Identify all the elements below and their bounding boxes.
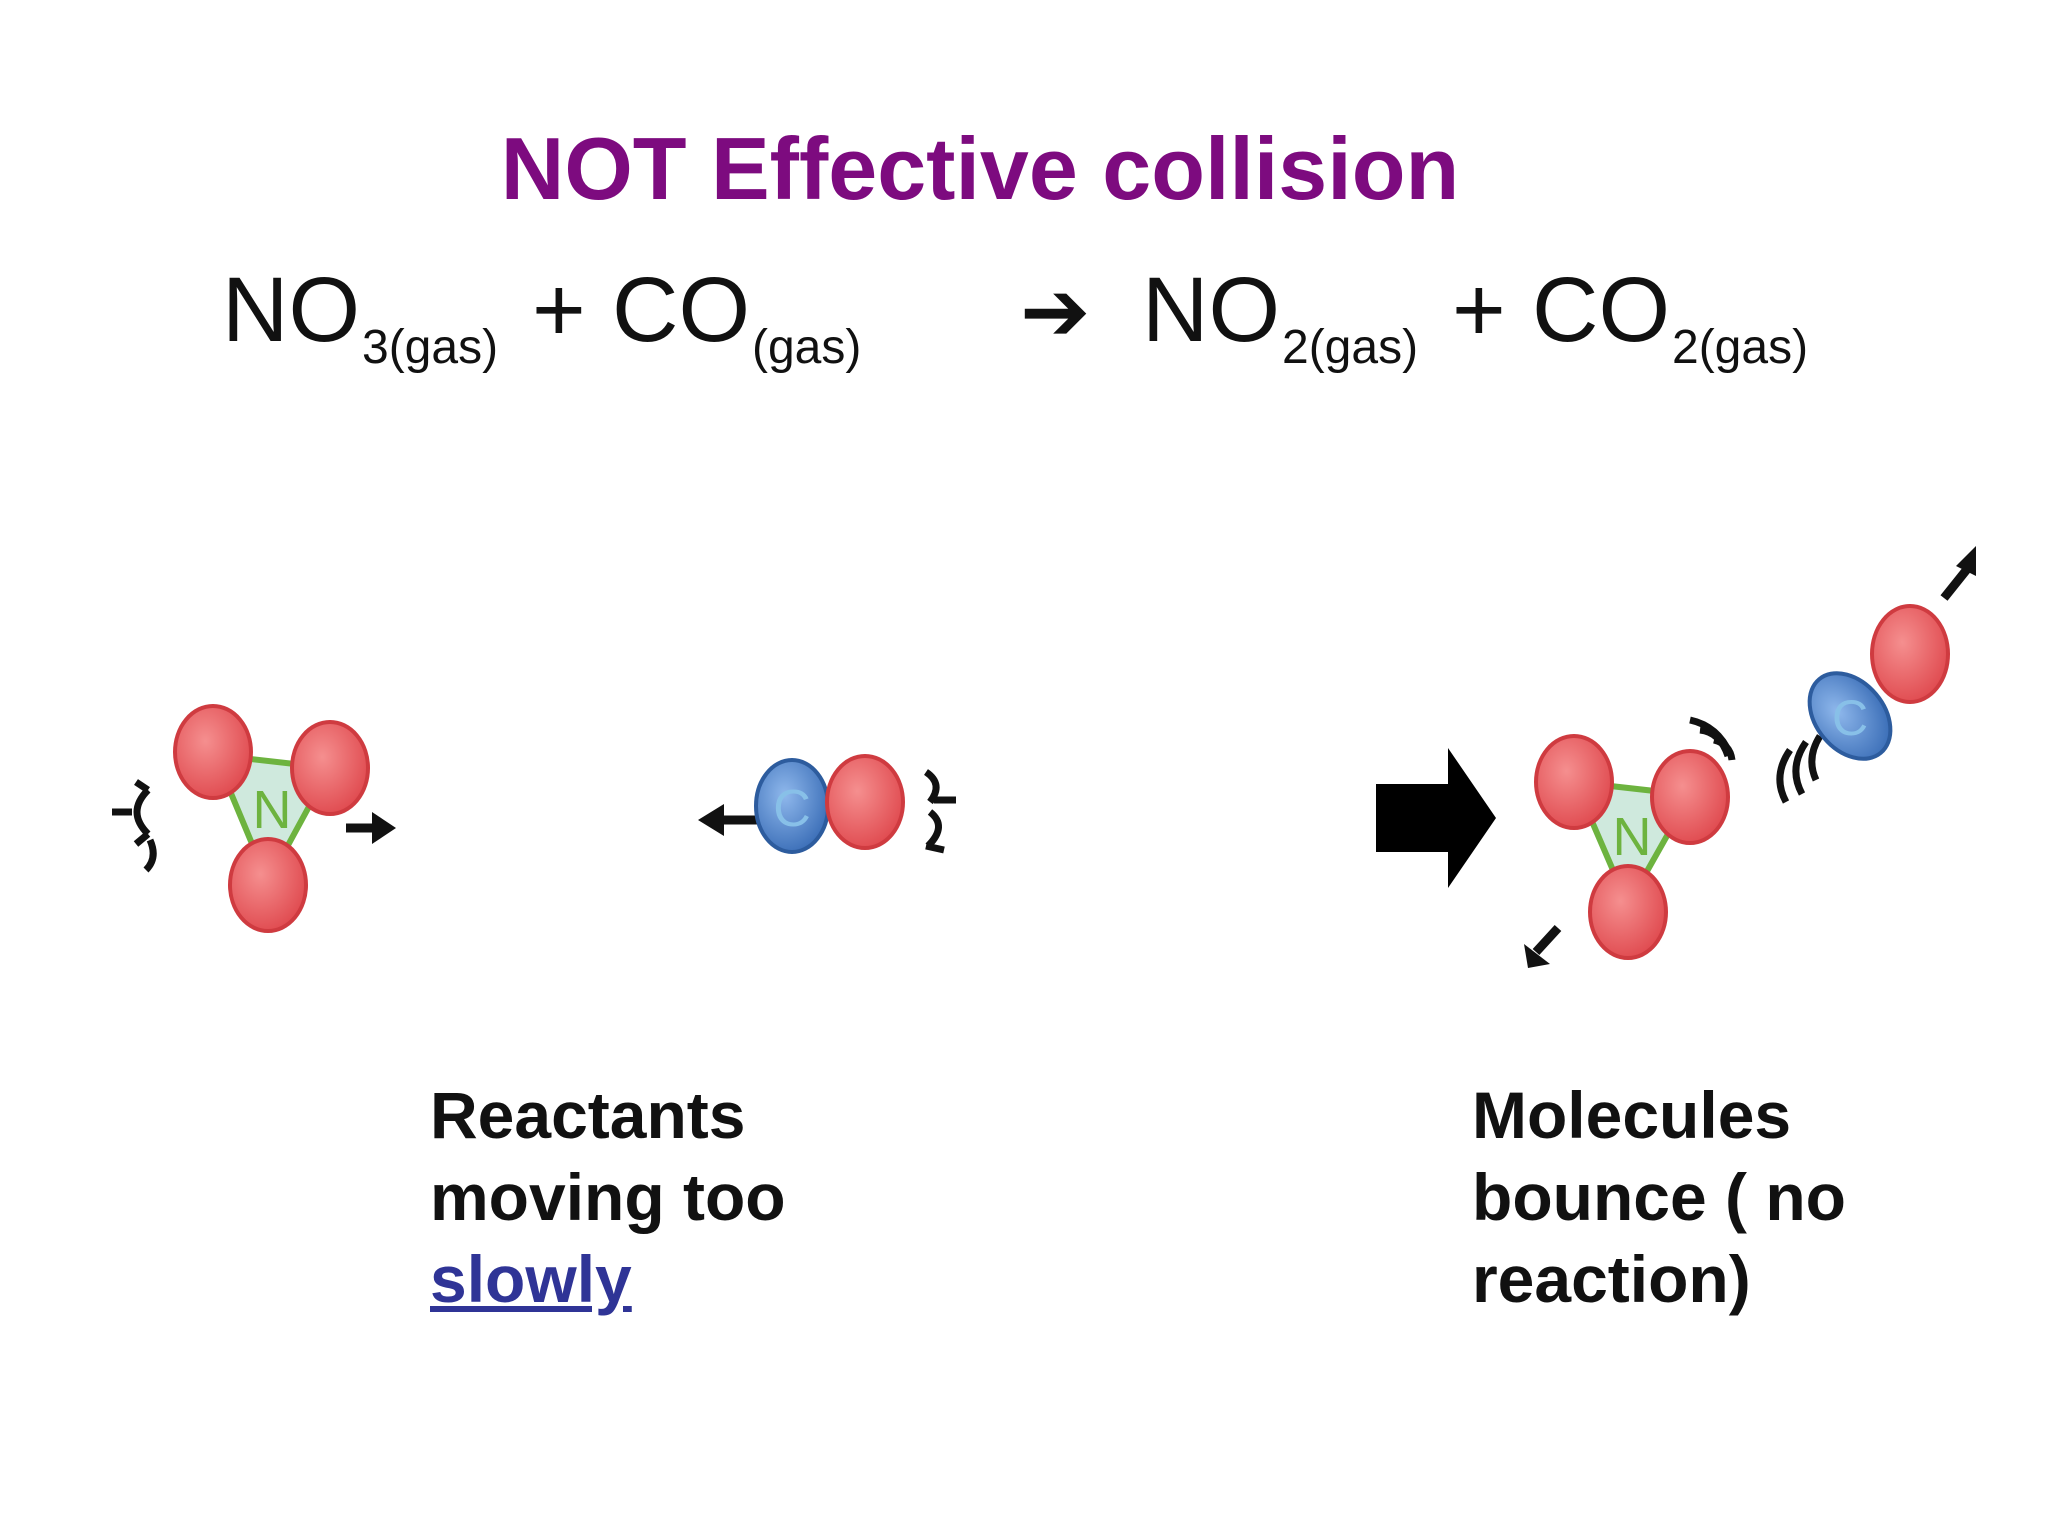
oxygen-atom — [825, 754, 905, 850]
reactant-co-formula: CO — [612, 259, 750, 361]
product-co2: CO2(gas) — [1532, 258, 1808, 375]
motion-lines-icon — [1776, 734, 1824, 804]
oxygen-atom — [1870, 604, 1950, 704]
left-caption-line1: Reactants — [430, 1078, 746, 1152]
oxygen-atom — [290, 720, 370, 816]
product-co2-formula: CO — [1532, 259, 1670, 361]
plus-sign-2: + — [1452, 259, 1506, 361]
carbon-label: C — [1832, 690, 1868, 746]
right-caption: Molecules bounce ( no reaction) — [1472, 1074, 1846, 1320]
co-molecule-left: C — [698, 754, 956, 854]
product-no2: NO2(gas) — [1142, 258, 1418, 375]
oxygen-atom — [1588, 864, 1668, 960]
right-caption-line1: Molecules — [1472, 1078, 1792, 1152]
product-no2-formula: NO — [1142, 259, 1280, 361]
reaction-arrow-icon: ➔ — [1020, 264, 1091, 358]
slowly-link[interactable]: slowly — [430, 1242, 632, 1316]
product-co2-state: 2(gas) — [1672, 320, 1809, 374]
right-caption-line2: bounce ( no — [1472, 1160, 1846, 1234]
motion-lines-icon — [1689, 716, 1736, 761]
arrow-down-left-icon — [1524, 944, 1550, 968]
motion-lines-icon — [112, 779, 157, 873]
nitrogen-label: N — [1613, 807, 1652, 867]
left-caption: Reactants moving too slowly — [430, 1074, 786, 1320]
arrow-right-icon — [372, 812, 396, 844]
motion-arrow-shaft — [1532, 924, 1562, 956]
reactant-co-state: (gas) — [752, 320, 862, 374]
plus-sign-1: + — [532, 259, 586, 361]
arrow-left-icon — [698, 804, 724, 836]
reactant-no3-formula: NO — [222, 259, 360, 361]
motion-lines-icon — [923, 769, 956, 854]
oxygen-atom — [173, 704, 253, 800]
product-no2-state: 2(gas) — [1282, 320, 1419, 374]
left-caption-line2: moving too — [430, 1160, 786, 1234]
carbon-atom — [1807, 671, 1893, 761]
oxygen-atom — [228, 837, 308, 933]
motion-arrow-shaft — [1940, 565, 1972, 601]
reactant-no3: NO3(gas) — [222, 258, 498, 375]
oxygen-atom — [1534, 734, 1614, 830]
no3-molecule-right: N — [1524, 716, 1736, 968]
slide-title: NOT Effective collision — [500, 119, 1460, 218]
carbon-label: C — [773, 780, 811, 838]
co-molecule-right: C — [1776, 546, 1976, 804]
no3-molecule-left: N — [112, 704, 396, 933]
arrow-up-right-icon — [1956, 546, 1976, 576]
right-caption-line3: reaction) — [1472, 1242, 1751, 1316]
reactant-co: CO(gas) — [612, 258, 861, 375]
transition-arrow-icon — [1376, 748, 1496, 888]
reactant-no3-state: 3(gas) — [362, 320, 499, 374]
nitrogen-label: N — [253, 780, 292, 840]
oxygen-atom — [1650, 749, 1730, 845]
